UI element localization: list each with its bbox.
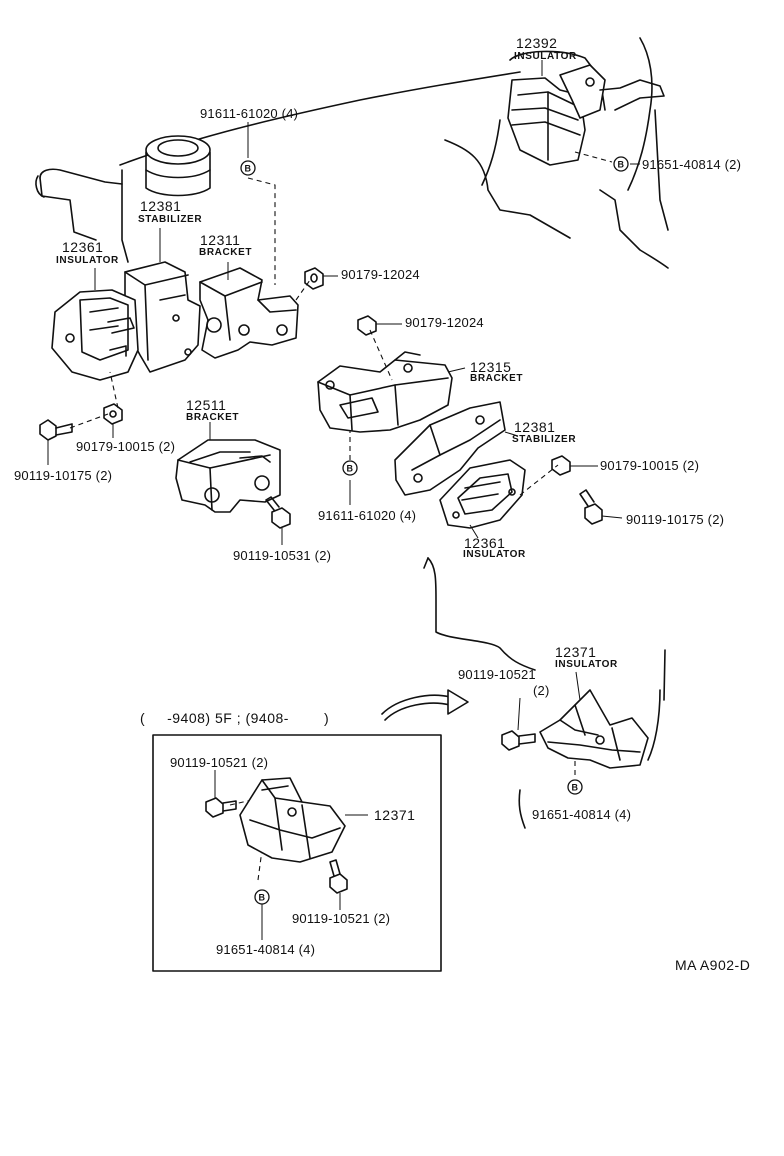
label-90119-10521-right-qty: (2) bbox=[533, 683, 550, 698]
label-12392-name: INSULATOR bbox=[514, 51, 577, 62]
b-marker-top-letter: B bbox=[245, 164, 252, 174]
b-marker-top-right-letter: B bbox=[618, 160, 625, 170]
inset-caption: ( -9408) 5F ; (9408- ) bbox=[140, 710, 330, 726]
label-12311-name: BRACKET bbox=[199, 247, 253, 258]
bracket-12315-drawing bbox=[317, 351, 453, 433]
leader-lines bbox=[47, 122, 640, 545]
label-90179-10015-left: 90179-10015 (2) bbox=[76, 439, 176, 454]
label-12315-name: BRACKET bbox=[470, 373, 524, 384]
label-12311-number: 12311 bbox=[200, 232, 241, 248]
b-marker-top bbox=[240, 160, 256, 176]
b-marker-right-letter: B bbox=[572, 783, 579, 793]
label-12381-right-number: 12381 bbox=[514, 419, 556, 435]
insulator-12371-right-drawing bbox=[501, 671, 649, 769]
label-12361-right-number: 12361 bbox=[464, 535, 506, 551]
label-90119-10175-right: 90119-10175 (2) bbox=[626, 512, 725, 527]
engine-block-outline bbox=[35, 37, 669, 269]
b-marker-mid bbox=[342, 460, 358, 476]
assembly-dashed-lines bbox=[69, 151, 613, 881]
label-12371-right-name: INSULATOR bbox=[555, 659, 618, 670]
label-12371-right-number: 12371 bbox=[555, 644, 597, 660]
b-marker-top-right bbox=[613, 156, 629, 172]
transition-arrow bbox=[381, 689, 469, 721]
label-90179-10015-right: 90179-10015 (2) bbox=[600, 458, 700, 473]
b-marker-inset-letter: B bbox=[259, 893, 266, 903]
label-90179-12024-lower: 90179-12024 bbox=[405, 315, 484, 330]
label-90179-12024-upper: 90179-12024 bbox=[341, 267, 420, 282]
transmission-case-outline bbox=[423, 557, 666, 829]
label-91651-40814-right: 91651-40814 (4) bbox=[532, 807, 632, 822]
label-12361-left-name: INSULATOR bbox=[56, 255, 119, 266]
label-12361-right-name: INSULATOR bbox=[463, 549, 526, 560]
b-markers: B B B B B bbox=[240, 156, 629, 905]
label-12511-name: BRACKET bbox=[186, 412, 240, 423]
insulator-12361-right-drawing bbox=[439, 459, 526, 539]
bracket-12511-drawing bbox=[175, 422, 281, 513]
label-12511-number: 12511 bbox=[186, 397, 227, 413]
fasteners-drawing bbox=[39, 267, 603, 529]
insulator-12361-left-drawing bbox=[51, 268, 139, 381]
inset-label-90119-10521-a: 90119-10521 (2) bbox=[170, 755, 269, 770]
label-12392-number: 12392 bbox=[516, 35, 558, 51]
inset-box bbox=[152, 734, 442, 972]
label-12381-left-name: STABILIZER bbox=[138, 214, 203, 225]
inset-label-91651-40814: 91651-40814 (4) bbox=[216, 942, 316, 957]
label-12381-left-number: 12381 bbox=[140, 198, 182, 214]
label-12361-left-number: 12361 bbox=[62, 239, 104, 255]
inset-label-90119-10521-b: 90119-10521 (2) bbox=[292, 911, 391, 926]
figure-code: MA A902-D bbox=[675, 957, 751, 973]
label-90119-10175-left: 90119-10175 (2) bbox=[14, 468, 113, 483]
inset-frame bbox=[152, 734, 442, 972]
b-marker-mid-letter: B bbox=[347, 464, 354, 474]
b-marker-right bbox=[567, 779, 583, 795]
inset-label-12371: 12371 bbox=[374, 807, 416, 823]
label-91611-61020-mid: 91611-61020 (4) bbox=[318, 508, 417, 523]
label-12315-number: 12315 bbox=[470, 359, 512, 375]
label-90119-10521-right: 90119-10521 bbox=[458, 667, 536, 682]
label-12381-right-name: STABILIZER bbox=[512, 434, 577, 445]
bracket-12311-drawing bbox=[199, 267, 299, 359]
label-91651-40814-top: 91651-40814 (2) bbox=[642, 157, 742, 172]
stabilizer-12381-right-drawing bbox=[394, 401, 506, 496]
insulator-12392-drawing bbox=[507, 60, 665, 166]
label-91611-61020-top: 91611-61020 (4) bbox=[200, 106, 299, 121]
label-90119-10531: 90119-10531 (2) bbox=[233, 548, 332, 563]
